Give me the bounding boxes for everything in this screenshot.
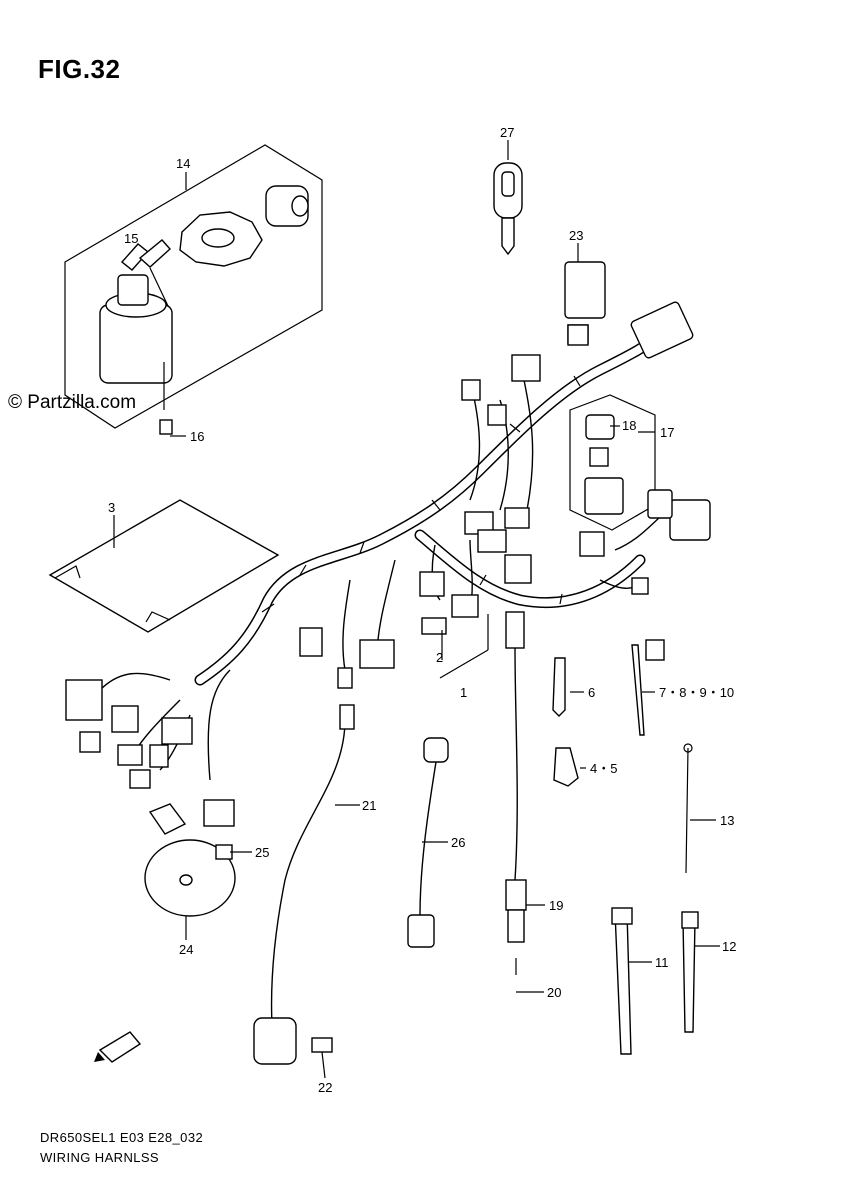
callout-1: 1 [460, 685, 467, 700]
relay-group [569, 394, 656, 531]
callout-23: 23 [569, 228, 583, 243]
manual-sheet [48, 499, 280, 633]
callout-20: 20 [547, 985, 561, 1000]
callout-22: 22 [318, 1080, 332, 1095]
callout-26: 26 [451, 835, 465, 850]
sensor [407, 737, 449, 948]
watermark: © Partzilla.com [8, 392, 137, 413]
figure-title: FIG.32 [38, 54, 121, 84]
diagram-name: WIRING HARNLSS [40, 1150, 160, 1165]
horn [144, 803, 236, 917]
sensor-lead [253, 704, 355, 1065]
callout-16: 16 [190, 429, 204, 444]
callout-21: 21 [362, 798, 376, 813]
callout-3: 3 [108, 500, 115, 515]
callout-14: 14 [176, 156, 190, 171]
callout-27: 27 [500, 125, 514, 140]
callout-2: 2 [436, 650, 443, 665]
callout-6: 6 [588, 685, 595, 700]
ignition-switch-set [64, 144, 323, 435]
callout-numbers: 14 15 16 27 23 18 17 3 2 1 6 7・8・9・10 4・… [108, 125, 736, 1095]
callout-4-5: 4・5 [590, 761, 617, 776]
callout-19: 19 [549, 898, 563, 913]
key [493, 162, 523, 256]
callout-24: 24 [179, 942, 193, 957]
clamps-and-ties [552, 639, 699, 1055]
leader-lines [113, 140, 720, 1079]
diagram-code: DR650SEL1 E03 E28_032 [40, 1130, 204, 1145]
harness-connectors [65, 301, 711, 827]
callout-7-8-9-10: 7・8・9・10 [659, 685, 734, 700]
neutral-switch [505, 647, 527, 975]
callout-11: 11 [655, 955, 669, 970]
callout-13: 13 [720, 813, 734, 828]
callout-12: 12 [722, 939, 736, 954]
callout-25: 25 [255, 845, 269, 860]
callout-15: 15 [124, 231, 138, 246]
callout-18: 18 [622, 418, 636, 433]
main-harness [99, 324, 671, 781]
forward-arrow-icon [94, 1031, 142, 1063]
callout-17: 17 [660, 425, 674, 440]
